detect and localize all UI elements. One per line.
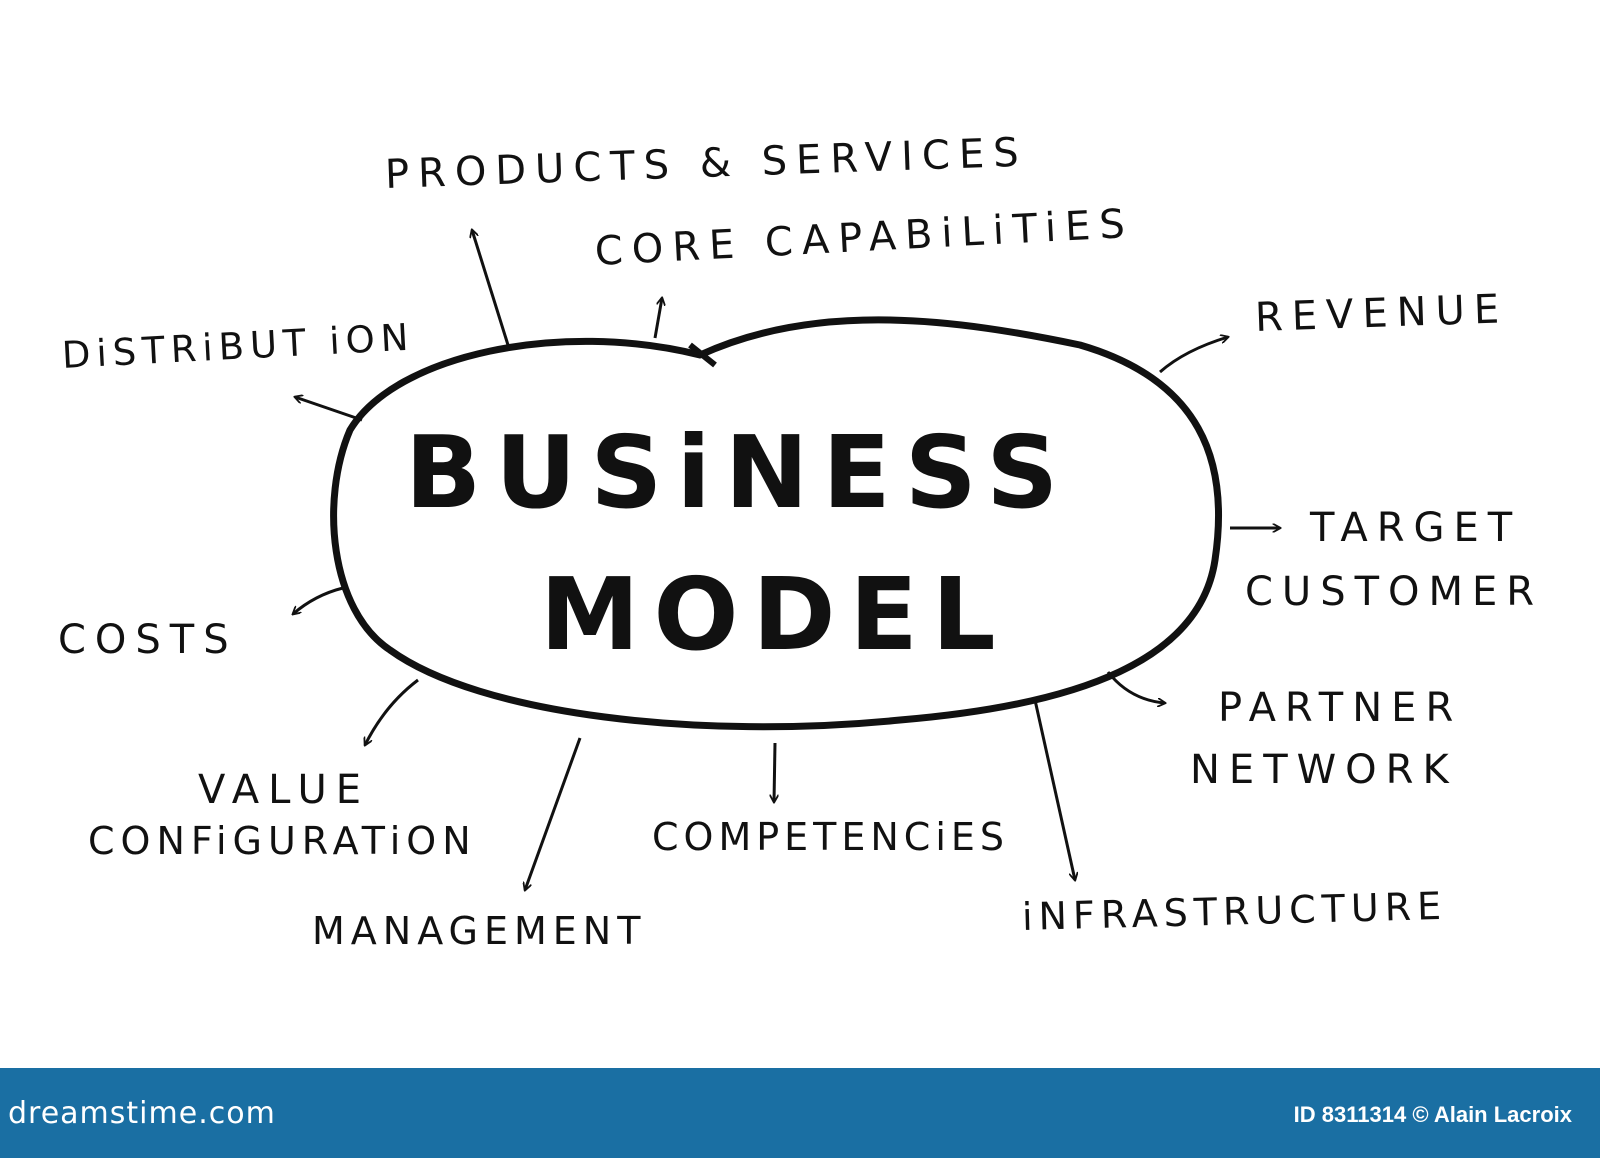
arrow-distribution — [295, 397, 363, 422]
label-customer: CUSTOMER — [1245, 569, 1544, 615]
mind-map-canvas — [0, 0, 1600, 1068]
footer-site-logo: dreamstime.com — [8, 1096, 276, 1131]
label-competencies: COMPETENCiES — [652, 815, 1010, 859]
label-costs: COSTS — [58, 617, 238, 663]
arrow-revenue — [1159, 337, 1228, 374]
arrow-costs — [293, 586, 344, 614]
center-title-line2: MODEL — [540, 556, 1010, 673]
arrow-partner-network — [1106, 671, 1165, 703]
label-management: MANAGEMENT — [312, 909, 647, 953]
footer-bar: dreamstime.com ID 8311314 © Alain Lacroi… — [0, 1068, 1600, 1158]
label-network: NETWORK — [1190, 747, 1458, 793]
center-title-line1: BUSiNESS — [405, 414, 1073, 531]
label-partner: PARTNER — [1218, 685, 1463, 731]
footer-credit: ID 8311314 © Alain Lacroix — [1293, 1102, 1572, 1127]
arrow-management — [525, 737, 582, 890]
arrow-core-capabilities — [653, 298, 662, 339]
arrow-competencies — [774, 742, 775, 802]
label-target: TARGET — [1310, 505, 1522, 551]
label-revenue: REVENUE — [1254, 286, 1509, 341]
label-infrastructure: iNFRASTRUCTURE — [1021, 883, 1448, 939]
arrow-value-configuration — [365, 678, 419, 745]
blob-overlap-stroke — [688, 342, 717, 368]
arrow-infrastructure — [1033, 699, 1075, 880]
label-configuration: CONFiGURATiON — [88, 819, 477, 863]
arrow-products-services — [472, 230, 510, 346]
central-blob — [330, 316, 1223, 731]
label-value: VALUE — [198, 767, 371, 813]
